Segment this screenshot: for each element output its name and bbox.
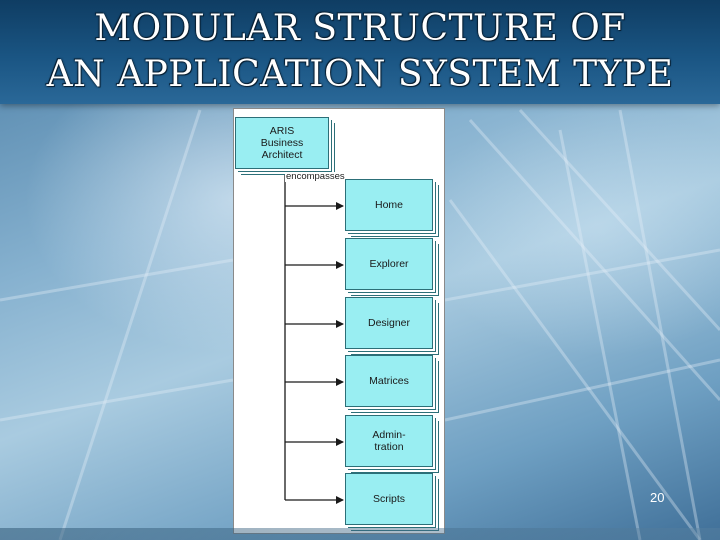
- relation-label: encompasses: [285, 171, 346, 182]
- root-label-line-1: ARIS: [269, 125, 295, 137]
- module-label-line-1: Scripts: [372, 493, 406, 505]
- module-box-scripts: Scripts: [345, 473, 433, 525]
- slide-title-line-2: AN APPLICATION SYSTEM TYPE: [46, 54, 674, 95]
- module-box-explorer: Explorer: [345, 238, 433, 290]
- module-box-home: Home: [345, 179, 433, 231]
- bottom-decor-strip: [0, 528, 720, 540]
- slide-title-line-1: MODULAR STRUCTURE OF: [94, 8, 626, 49]
- module-label-line-1: Admin-: [372, 429, 406, 441]
- module-label-line-1: Home: [374, 199, 403, 211]
- module-box-designer: Designer: [345, 297, 433, 349]
- module-label-line-1: Explorer: [369, 258, 409, 270]
- root-label-line-3: Architect: [261, 149, 303, 161]
- module-box-matrices: Matrices: [345, 355, 433, 407]
- module-label-line-1: Matrices: [369, 375, 409, 387]
- module-box-administration: Admin- tration: [345, 415, 433, 467]
- root-label-line-2: Business: [260, 137, 304, 149]
- page-number: 20: [650, 490, 665, 505]
- module-label-line-2: tration: [374, 441, 404, 453]
- module-label-line-1: Designer: [367, 317, 411, 329]
- title-bar: MODULAR STRUCTURE OF AN APPLICATION SYST…: [0, 0, 720, 104]
- root-module-box: ARIS Business Architect: [235, 117, 329, 169]
